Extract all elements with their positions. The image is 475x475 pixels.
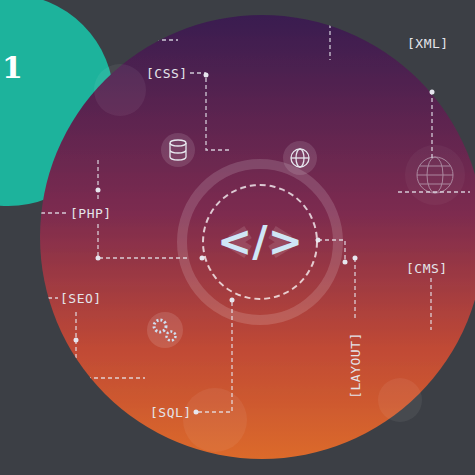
tech-label: [CMS]	[406, 262, 448, 275]
code-symbol: </>	[217, 221, 303, 263]
step-number: 1	[2, 50, 23, 85]
tech-label: [SEO]	[60, 292, 102, 305]
tech-label: [XML]	[407, 37, 449, 50]
gears-icon	[147, 312, 183, 348]
tech-label: [PHP]	[70, 207, 112, 220]
tech-label: [SQL]	[150, 406, 192, 419]
dots	[74, 73, 435, 415]
code-circle: </>	[202, 184, 317, 299]
globe-icon-large	[405, 145, 465, 205]
faint-decor	[94, 64, 422, 452]
tech-label: [CSS]	[146, 67, 188, 80]
database-icon	[161, 133, 195, 167]
leader-lines	[20, 10, 470, 412]
halo-ring	[182, 164, 338, 320]
tech-label: [LAYOUT]	[349, 332, 362, 399]
main-circle	[40, 15, 475, 459]
globe-icon	[283, 141, 317, 175]
